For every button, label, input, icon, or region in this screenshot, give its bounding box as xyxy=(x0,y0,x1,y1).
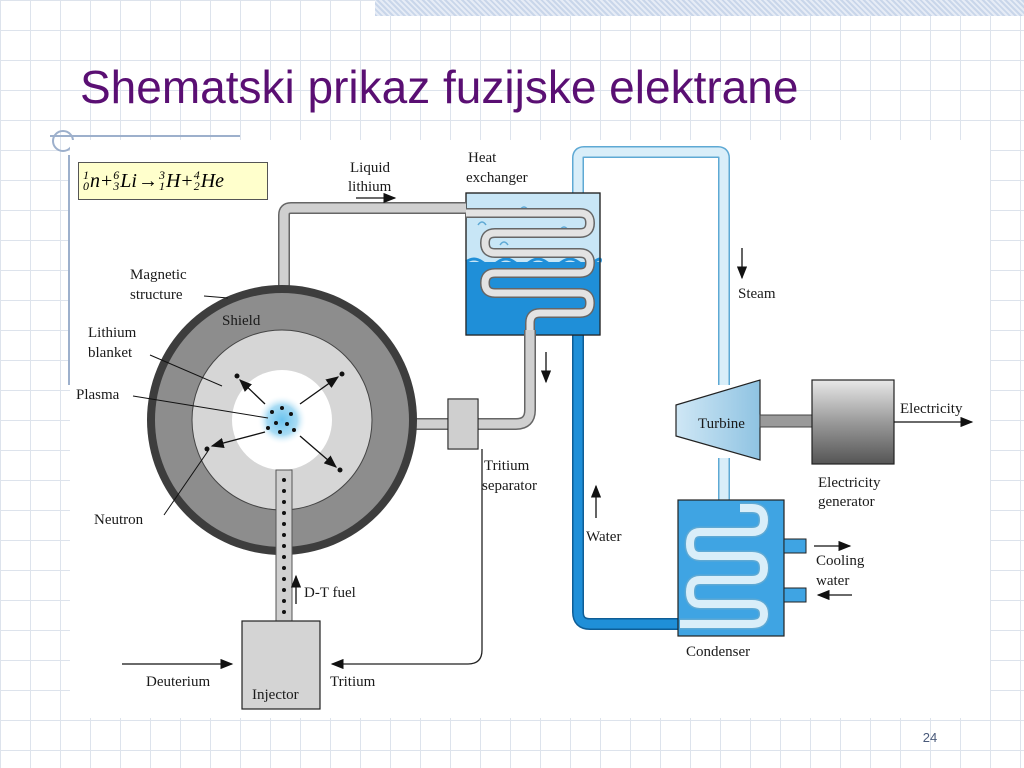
flow-arrows xyxy=(122,192,974,670)
turbine-shaft xyxy=(759,414,813,428)
fuel-feed xyxy=(275,469,293,623)
plus-sign: + xyxy=(101,169,113,192)
lithium-symbol: Li xyxy=(120,169,137,192)
tritium-atomic-number: 1 xyxy=(158,179,165,193)
label-turbine: Turbine xyxy=(698,416,745,432)
lithium-mass-number: 6 xyxy=(113,168,120,182)
label-electricity-generator-2: generator xyxy=(818,494,875,510)
page-number: 24 xyxy=(922,730,938,745)
label-tritium-separator-2: separator xyxy=(482,478,537,494)
slide-title: Shematski prikaz fuzijske elektrane xyxy=(80,61,799,113)
label-liquid-lithium-2: lithium xyxy=(348,179,392,195)
neutron-symbol: n xyxy=(90,169,100,192)
tritium-symbol: H xyxy=(165,169,181,192)
label-heat-exchanger-1: Heat xyxy=(468,150,497,166)
neutron-atomic-number: 0 xyxy=(83,179,89,193)
tritium-mass-number: 3 xyxy=(158,168,165,182)
condenser xyxy=(677,499,807,637)
helium-symbol: He xyxy=(200,169,225,192)
water-loop xyxy=(572,310,680,630)
label-water: Water xyxy=(586,529,621,545)
injector xyxy=(241,620,321,710)
helium-mass-number: 4 xyxy=(193,168,200,182)
heat-exchanger xyxy=(465,192,602,336)
label-tritium-separator-1: Tritium xyxy=(484,458,530,474)
label-shield: Shield xyxy=(222,313,261,329)
label-deuterium: Deuterium xyxy=(146,674,210,690)
reactor xyxy=(147,285,417,555)
label-steam: Steam xyxy=(738,286,776,302)
helium-atomic-number: 2 xyxy=(193,179,200,193)
label-magnetic-structure-2: structure xyxy=(130,287,183,303)
label-plasma: Plasma xyxy=(76,387,120,403)
label-tritium: Tritium xyxy=(330,674,376,690)
reaction-arrow: → xyxy=(137,169,158,192)
decor-rule-vertical xyxy=(68,155,70,385)
label-cooling-water-1: Cooling xyxy=(816,553,865,569)
label-neutron: Neutron xyxy=(94,512,144,528)
top-decor-bar xyxy=(375,0,1024,16)
label-heat-exchanger-2: exchanger xyxy=(466,170,528,186)
label-injector: Injector xyxy=(252,687,299,703)
turbine xyxy=(675,379,761,461)
label-dt-fuel: D-T fuel xyxy=(304,585,356,601)
steam-loop xyxy=(572,146,748,514)
label-condenser: Condenser xyxy=(686,644,750,660)
label-cooling-water-2: water xyxy=(816,573,849,589)
label-electricity: Electricity xyxy=(900,401,963,417)
label-magnetic-structure-1: Magnetic xyxy=(130,267,187,283)
decor-rule-horizontal xyxy=(50,135,240,137)
neutron-mass-number: 1 xyxy=(83,168,89,182)
plus-sign: + xyxy=(181,169,193,192)
lithium-atomic-number: 3 xyxy=(113,179,120,193)
label-liquid-lithium-1: Liquid xyxy=(350,160,390,176)
electricity-generator xyxy=(811,379,895,465)
label-electricity-generator-1: Electricity xyxy=(818,475,881,491)
tritium-return-line xyxy=(330,449,483,670)
plasma xyxy=(257,395,307,445)
label-lithium-blanket-1: Lithium xyxy=(88,325,137,341)
label-lithium-blanket-2: blanket xyxy=(88,345,133,361)
leader-lines xyxy=(132,295,269,516)
